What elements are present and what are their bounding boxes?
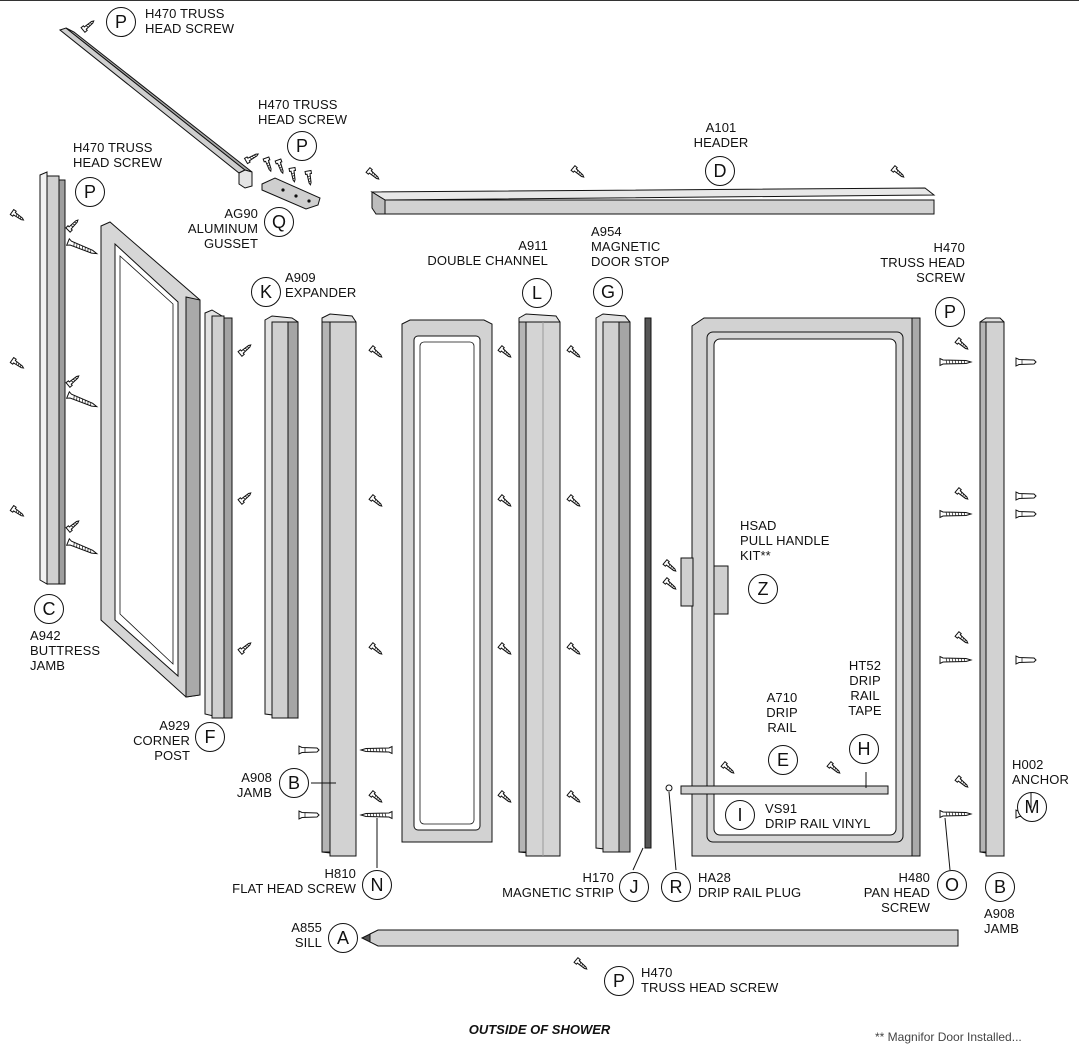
aluminum-gusset (261, 177, 321, 210)
callout-l-channel: L (522, 278, 552, 308)
callout-m-anchor: M (1017, 792, 1047, 822)
callout-o-panhead: O (937, 870, 967, 900)
callout-p-bottom: P (604, 966, 634, 996)
drip-rail-plug (665, 784, 673, 792)
callout-e-driprail: E (768, 745, 798, 775)
magnetic-door-stop (595, 313, 631, 853)
header-rail (370, 187, 936, 215)
jamb-right (979, 317, 1005, 857)
callout-c-jamb: C (34, 594, 64, 624)
callout-b-jamb-left: B (279, 768, 309, 798)
center-panel (401, 319, 493, 843)
footnote: ** Magnifor Door Installed... (875, 1030, 1022, 1044)
callout-p-top: P (106, 7, 136, 37)
magnetic-strip (644, 317, 652, 849)
sill (360, 929, 959, 947)
callout-p-left: P (75, 177, 105, 207)
callout-h-tape: H (849, 734, 879, 764)
expander (264, 315, 299, 719)
footer-title: OUTSIDE OF SHOWER (468, 1022, 611, 1037)
callout-r-plug: R (661, 872, 691, 902)
diagonal-top-rail (58, 27, 253, 189)
callout-b-jamb-right: B (985, 872, 1015, 902)
callout-i-vinyl: I (725, 800, 755, 830)
callout-z-handle: Z (748, 574, 778, 604)
buttress-jamb (39, 171, 66, 585)
callout-p-gusset: P (287, 131, 317, 161)
callout-k-expander: K (251, 277, 281, 307)
corner-post (204, 309, 233, 719)
callout-p-right: P (935, 297, 965, 327)
callout-d-header: D (705, 156, 735, 186)
callout-q-gusset: Q (264, 207, 294, 237)
jamb-left (321, 313, 357, 857)
callout-n-flathead: N (362, 870, 392, 900)
callout-f-post: F (195, 722, 225, 752)
callout-a-sill: A (328, 923, 358, 953)
fixed-glass-panel (100, 221, 201, 698)
callout-g-doorstop: G (593, 277, 623, 307)
callout-j-strip: J (619, 872, 649, 902)
double-channel (518, 313, 561, 857)
shower-door (680, 317, 921, 857)
top-border-line (0, 0, 1079, 1)
